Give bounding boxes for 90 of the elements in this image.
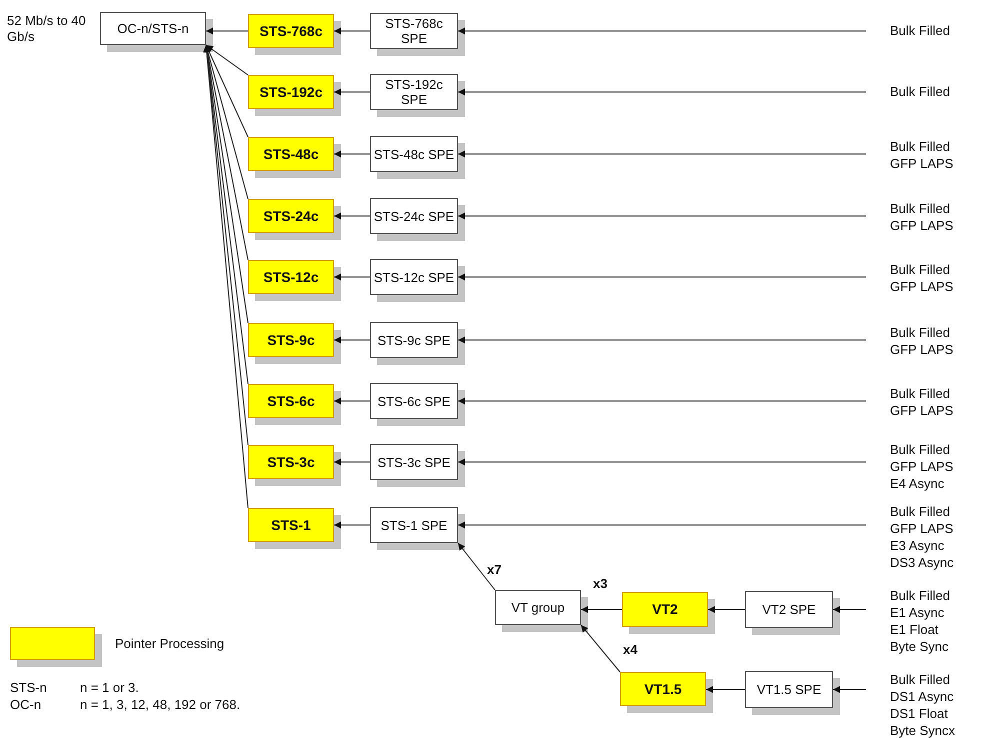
arrow <box>206 28 248 34</box>
arrow <box>580 606 622 613</box>
arrow <box>334 212 370 220</box>
arrow <box>580 624 620 672</box>
box-label: VT1.5 <box>644 682 682 696</box>
payload-label: Bulk Filled <box>890 385 951 402</box>
arrow <box>334 88 370 96</box>
arrow <box>458 28 866 34</box>
payload-label: Bulk Filled <box>890 22 951 39</box>
arrow <box>832 686 866 693</box>
box-label: STS-192c SPE <box>384 77 444 107</box>
payload-label: Bulk Filled <box>890 138 951 155</box>
box-label: STS-12c <box>263 270 319 284</box>
arrow <box>334 458 370 466</box>
edge-label: x4 <box>622 642 638 657</box>
legend-label: Pointer Processing <box>115 636 224 651</box>
arrow <box>458 336 866 344</box>
box-label: STS-6c SPE <box>378 394 450 408</box>
arrow <box>458 88 866 96</box>
payload-label: Byte Sync <box>890 638 950 655</box>
note-label: n = 1, 3, 12, 48, 192 or 768. <box>80 697 240 712</box>
box-label: STS-9c <box>267 332 315 348</box>
box-label: STS-6c <box>267 394 315 408</box>
payload-label: Bulk Filled <box>890 83 951 100</box>
box-label: STS-3c <box>267 454 315 470</box>
payload-label: GFP LAPS <box>890 520 954 537</box>
arrow <box>708 606 746 613</box>
arrow <box>334 522 370 528</box>
arrow <box>832 606 866 613</box>
payload-label: DS3 Async <box>890 554 955 571</box>
payload-label: DS1 Float <box>890 705 949 722</box>
arrow <box>458 212 866 220</box>
arrow <box>206 44 248 76</box>
payload-label: E3 Async <box>890 537 946 554</box>
payload-label: Bulk Filled <box>890 503 951 520</box>
arrow <box>334 336 370 344</box>
arrow <box>458 522 866 528</box>
box-label: STS-3c SPE <box>378 454 450 470</box>
payload-label: Bulk Filled <box>890 671 951 688</box>
box-label: STS-24c <box>263 208 319 224</box>
box-label: VT2 SPE <box>762 602 816 617</box>
payload-label: GFP LAPS <box>890 341 954 358</box>
box-label: VT2 <box>652 602 678 617</box>
payload-label: Bulk Filled <box>890 324 951 341</box>
arrow <box>334 274 370 280</box>
arrow <box>458 458 866 466</box>
arrow <box>334 28 370 34</box>
payload-label: DS1 Async <box>890 688 955 705</box>
box-label: STS-1 <box>271 518 311 532</box>
note-label: n = 1 or 3. <box>80 680 139 695</box>
payload-label: Bulk Filled <box>890 441 951 458</box>
box-label: STS-192c <box>259 84 323 100</box>
box-label: STS-48c <box>263 146 319 162</box>
box-label: STS-24c SPE <box>374 208 454 224</box>
arrow <box>458 274 866 280</box>
payload-label: GFP LAPS <box>890 155 954 172</box>
payload-label: Bulk Filled <box>890 261 951 278</box>
box-label: STS-12c SPE <box>374 270 454 284</box>
box-label: STS-9c SPE <box>378 332 450 348</box>
box-label: VT group <box>511 600 565 615</box>
note-label: OC-n <box>10 697 42 712</box>
payload-label: Bulk Filled <box>890 200 951 217</box>
box-label: STS-1 SPE <box>380 518 448 532</box>
payload-label: E1 Float <box>890 621 940 638</box>
payload-label: GFP LAPS <box>890 402 954 419</box>
payload-label: GFP LAPS <box>890 217 954 234</box>
rate-label: 52 Mb/s to 40 Gb/s <box>7 13 87 45</box>
arrow <box>334 150 370 158</box>
arrow <box>334 398 370 404</box>
edge-label: x3 <box>592 576 608 591</box>
arrow <box>458 542 496 590</box>
note-label: STS-n <box>10 680 47 695</box>
payload-label: GFP LAPS <box>890 458 954 475</box>
payload-label: E1 Async <box>890 604 946 621</box>
arrow <box>204 44 248 260</box>
box-label: OC-n/STS-n <box>117 21 189 36</box>
payload-label: E4 Async <box>890 475 946 492</box>
payload-label: GFP LAPS <box>890 278 954 295</box>
edge-label: x7 <box>486 562 502 577</box>
box-label: STS-768c <box>259 24 323 38</box>
arrow <box>706 686 746 693</box>
arrow <box>206 44 248 138</box>
arrow <box>458 150 866 158</box>
payload-label: Byte Syncx <box>890 722 956 738</box>
arrow <box>458 398 866 404</box>
payload-label: Bulk Filled <box>890 587 951 604</box>
box-label: VT1.5 SPE <box>756 682 822 697</box>
arrow <box>204 44 248 200</box>
box-label: STS-768c SPE <box>384 16 444 46</box>
box-label: STS-48c SPE <box>374 146 454 162</box>
